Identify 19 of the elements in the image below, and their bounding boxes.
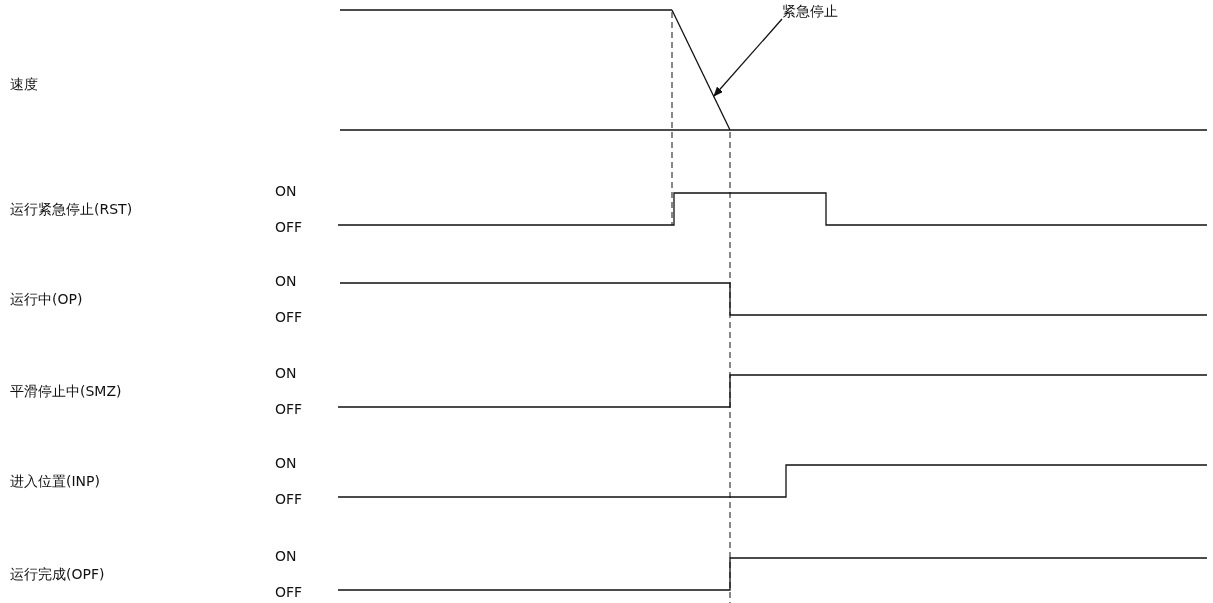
on-level-label: ON <box>275 183 297 199</box>
off-level-label: OFF <box>275 584 303 600</box>
leader-line <box>713 18 783 97</box>
on-level-label: ON <box>275 273 297 289</box>
callout-text: 紧急停止 <box>782 3 838 19</box>
deceleration-slope-line <box>671 9 731 131</box>
signal-name: 运行完成(OPF) <box>10 566 105 582</box>
signal-name: 运行紧急停止(RST) <box>10 201 133 217</box>
signal-name: 平滑停止中(SMZ) <box>10 383 122 399</box>
signal-name: 运行中(OP) <box>10 291 83 307</box>
off-level-label: OFF <box>275 401 303 417</box>
signal-name: 速度 <box>10 76 38 92</box>
off-level-label: OFF <box>275 219 303 235</box>
off-level-label: OFF <box>275 309 303 325</box>
signal-name: 进入位置(INP) <box>10 473 100 489</box>
on-level-label: ON <box>275 455 297 471</box>
off-level-label: OFF <box>275 491 303 507</box>
on-level-label: ON <box>275 365 297 381</box>
on-level-label: ON <box>275 548 297 564</box>
